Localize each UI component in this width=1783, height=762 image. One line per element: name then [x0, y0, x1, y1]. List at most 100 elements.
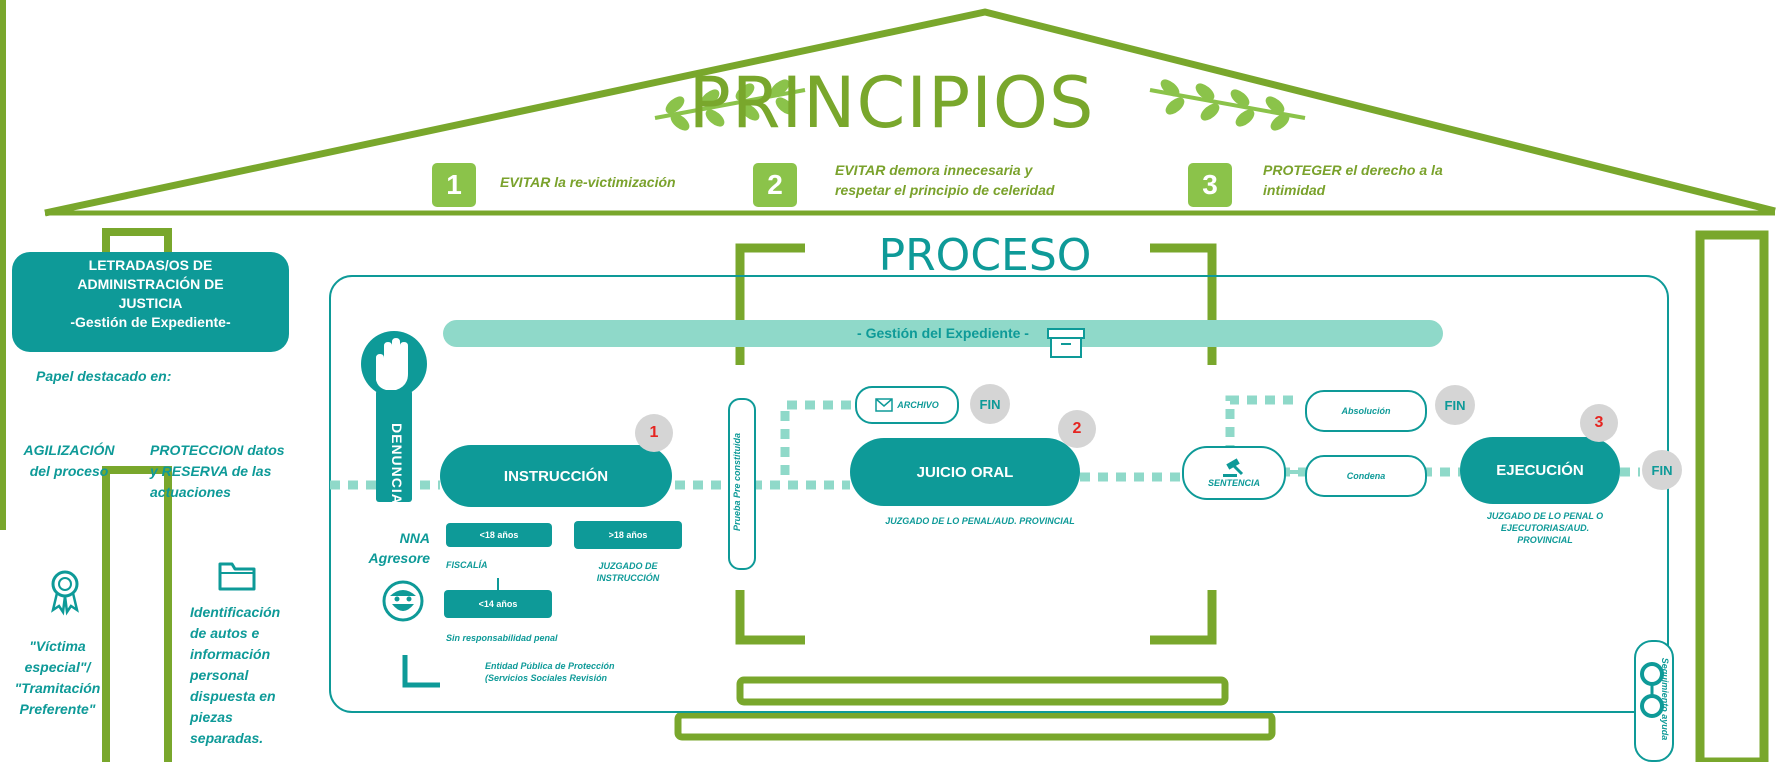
process-frame — [329, 275, 1669, 713]
mail-icon — [875, 398, 893, 412]
award-icon — [51, 570, 79, 616]
victim-l2: especial"/ — [24, 659, 91, 675]
denuncia-label: DENUNCIA — [389, 423, 405, 505]
age-under-18: <18 años — [446, 523, 552, 547]
nna-label: NNA Agresore — [350, 528, 430, 568]
principle-1-text: EVITAR la re-victimización — [500, 172, 740, 192]
gestion-bar-label: - Gestión del Expediente - — [857, 325, 1029, 341]
masked-person-icon — [382, 580, 424, 622]
handcuffs-icon — [1640, 662, 1664, 718]
juzgado-ejecucion-label: JUZGADO DE LO PENAL O EJECUTORIAS/AUD. P… — [1455, 510, 1635, 546]
victim-l3: "Tramitación — [14, 680, 101, 696]
seguimiento-node — [1634, 640, 1674, 762]
laurel-right-icon — [1149, 79, 1306, 131]
juzgado-ejecucion-l1: JUZGADO DE LO PENAL O — [1486, 511, 1604, 521]
entidad-l1: Entidad Pública de Protección — [485, 661, 615, 671]
sentencia-node: SENTENCIA — [1182, 446, 1286, 500]
agilizacion-l1: AGILIZACIÓN — [23, 442, 115, 458]
proteccion-l3: actuaciones — [150, 484, 231, 500]
juzgado-instruccion-l1: JUZGADO DE — [598, 561, 658, 571]
column-bracket-left-bottom — [735, 590, 805, 645]
lawyers-item-proteccion: PROTECCION datos y RESERVA de las actuac… — [150, 440, 320, 503]
ident-l2: de autos e — [190, 625, 260, 641]
juzgado-penal-label: JUZGADO DE LO PENAL/AUD. PROVINCIAL — [885, 516, 1075, 526]
fiscalia-label: FISCALÍA — [446, 560, 488, 570]
age-under-14: <14 años — [444, 590, 552, 618]
ident-l3: información — [190, 646, 271, 662]
lawyers-title-l4: -Gestión de Expediente- — [70, 314, 231, 330]
principle-3-line2: intimidad — [1263, 182, 1326, 198]
column-bracket-right-top — [1150, 243, 1217, 365]
lawyers-title-l2: ADMINISTRACIÓN DE — [77, 276, 224, 292]
fin-ejecucion: FIN — [1642, 450, 1682, 490]
juzgado-instruccion-label: JUZGADO DE INSTRUCCIÓN — [574, 560, 682, 584]
ident-l1: Identificación — [190, 604, 281, 620]
seguimiento-label: Seguimiento ayuda — [1660, 657, 1670, 741]
laurel-left-icon — [654, 79, 806, 131]
juzgado-ejecucion-l2: EJECUTORIAS/AUD. — [1500, 523, 1590, 533]
ejecucion-node: EJECUCIÓN — [1460, 437, 1620, 504]
left-wall — [0, 0, 6, 530]
proteccion-l1: PROTECCION datos — [150, 442, 285, 458]
lawyers-title-l1: LETRADAS/OS DE — [88, 257, 213, 273]
column-bracket-left-top — [735, 243, 805, 365]
principle-3-line1: PROTEGER el derecho a la — [1263, 162, 1443, 178]
gavel-icon — [1223, 458, 1244, 477]
victim-l1: "Víctima — [29, 638, 86, 654]
badge-1: 1 — [635, 414, 673, 452]
principle-2-badge: 2 — [753, 163, 797, 207]
lawyers-title-l3: JUSTICIA — [118, 295, 183, 311]
step-top — [736, 676, 1229, 706]
principle-2-text: EVITAR demora innecesaria y respetar el … — [835, 160, 1125, 200]
principle-3-text: PROTEGER el derecho a la intimidad — [1263, 160, 1523, 200]
archivo-node: ARCHIVO — [855, 386, 959, 424]
fin-archivo: FIN — [970, 384, 1010, 424]
juzgado-ejecucion-l3: PROVINCIAL — [1517, 535, 1573, 545]
nna-l2: Agresore — [368, 550, 430, 566]
ident-l7: separadas. — [190, 730, 264, 746]
lawyers-item-agilizacion: AGILIZACIÓN del proceso — [10, 440, 128, 482]
folder-icon — [218, 562, 256, 591]
sentencia-label: SENTENCIA — [1207, 478, 1260, 488]
left-column-bottom — [102, 466, 172, 762]
archive-box-icon — [1047, 328, 1085, 358]
badge-2: 2 — [1058, 410, 1096, 448]
principle-3-badge: 3 — [1188, 163, 1232, 207]
nna-l1: NNA — [399, 530, 430, 546]
juicio-oral-node: JUICIO ORAL — [850, 438, 1080, 506]
sin-responsabilidad-label: Sin responsabilidad penal — [446, 633, 558, 643]
ident-l4: personal — [190, 667, 249, 683]
entidad-bracket — [402, 655, 440, 688]
juzgado-instruccion-l2: INSTRUCCIÓN — [596, 573, 660, 583]
principios-title: PRINCIPIOS — [688, 62, 1095, 144]
step-bottom — [674, 711, 1276, 741]
column-bracket-right-bottom — [1150, 590, 1217, 645]
right-column — [1695, 230, 1769, 762]
agilizacion-l2: del proceso — [29, 463, 109, 479]
badge-3: 3 — [1580, 404, 1618, 442]
fin-absolucion: FIN — [1435, 385, 1475, 425]
principle-1-line1: EVITAR la re-victimización — [500, 174, 676, 190]
victim-l4: Preferente" — [19, 701, 96, 717]
prueba-preconstituida-label: Prueba Pre constituida — [732, 432, 742, 532]
ident-l6: piezas — [190, 709, 233, 725]
lawyers-role: Papel destacado en: — [36, 368, 172, 384]
identification-label: Identificación de autos e información pe… — [190, 602, 315, 749]
entidad-label: Entidad Pública de Protección (Servicios… — [485, 660, 685, 684]
ident-l5: dispuesta en — [190, 688, 276, 704]
principle-2-line1: EVITAR demora innecesaria y — [835, 162, 1033, 178]
victim-label: "Víctima especial"/ "Tramitación Prefere… — [0, 636, 115, 720]
principle-1-badge: 1 — [432, 163, 476, 207]
age-over-18: >18 años — [574, 521, 682, 549]
absolucion-node: Absolución — [1305, 390, 1427, 432]
archivo-label: ARCHIVO — [897, 400, 939, 410]
roof-outline — [44, 8, 1776, 217]
prueba-preconstituida-node — [728, 398, 756, 570]
entidad-l2: (Servicios Sociales Revisión — [485, 673, 608, 683]
condena-node: Condena — [1305, 455, 1427, 497]
lawyers-box: LETRADAS/OS DE ADMINISTRACIÓN DE JUSTICI… — [12, 252, 289, 352]
instruccion-node: INSTRUCCIÓN — [440, 445, 672, 507]
process-title: PROCESO — [878, 230, 1092, 281]
